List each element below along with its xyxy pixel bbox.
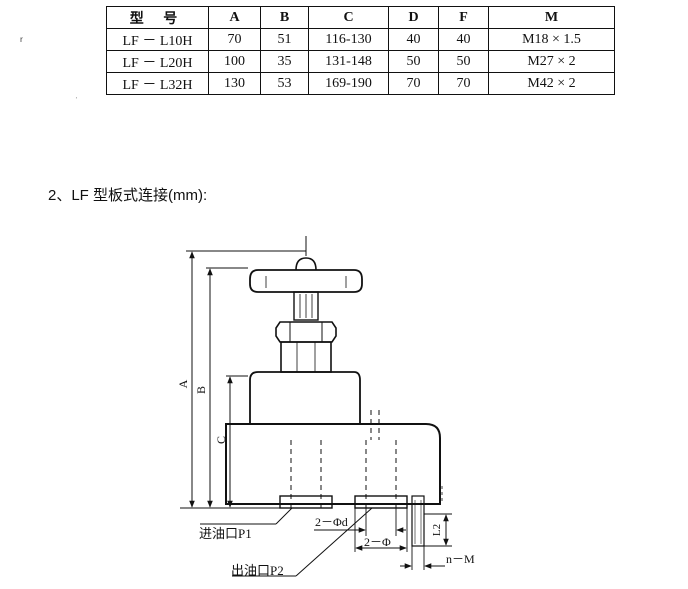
cell-b: 53 <box>260 72 309 95</box>
section-heading: 2、LF 型板式连接(mm): <box>48 187 208 204</box>
hex-nut <box>275 321 337 343</box>
label-b: B <box>194 386 208 394</box>
cell-m: M42 × 2 <box>488 72 615 95</box>
cell-d: 70 <box>388 72 439 95</box>
label-2phi: 2－Φ <box>364 535 391 549</box>
cell-m: M18 × 1.5 <box>488 28 615 51</box>
scan-mark: ʳ <box>20 34 23 48</box>
port-p1 <box>279 495 333 509</box>
cell-c: 131-148 <box>308 50 389 73</box>
label-inlet: 进油口P1 <box>199 526 252 541</box>
cell-b: 51 <box>260 28 309 51</box>
cell-a: 130 <box>208 72 261 95</box>
table-row: LF － L10H 70 51 116-130 40 40 M18 × 1.5 <box>106 28 615 51</box>
cell-model: LF － L32H <box>106 72 209 95</box>
lower-body <box>225 423 441 505</box>
spec-table: 型 号 A B C D F M LF － L10H 70 51 116-130 … <box>106 6 615 95</box>
table-header-row: 型 号 A B C D F M <box>106 6 615 29</box>
label-nm: n－M <box>446 552 475 566</box>
bonnet-neck <box>280 341 332 373</box>
port-p2 <box>354 495 408 509</box>
upper-body <box>249 371 361 425</box>
label-2phid: 2－Φd <box>315 515 348 529</box>
label-c: C <box>214 436 228 444</box>
cell-c: 169-190 <box>308 72 389 95</box>
label-l2: L2 <box>431 524 443 536</box>
label-outlet: 出油口P2 <box>231 563 284 578</box>
bolt <box>411 495 425 547</box>
cell-f: 40 <box>438 28 489 51</box>
label-a: A <box>176 379 190 388</box>
stem <box>293 291 319 321</box>
handwheel <box>249 269 363 293</box>
header-m: M <box>488 6 615 29</box>
table-row: LF － L32H 130 53 169-190 70 70 M42 × 2 <box>106 72 615 95</box>
knob-top <box>295 257 317 271</box>
cell-d: 40 <box>388 28 439 51</box>
scan-dot: ˒ <box>75 92 78 101</box>
